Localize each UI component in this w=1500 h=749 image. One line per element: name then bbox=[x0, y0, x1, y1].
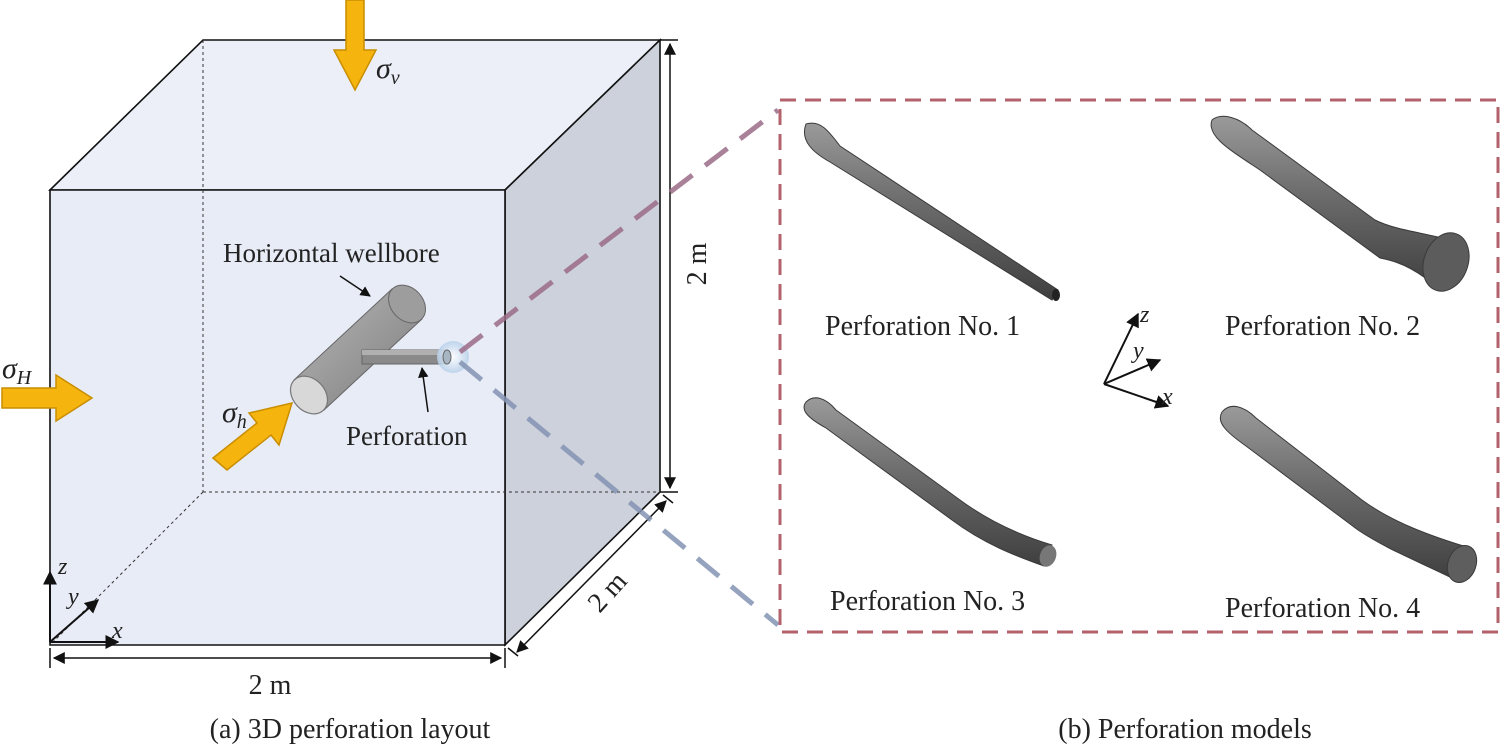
sigma-h-label: σh bbox=[222, 396, 247, 433]
wellbore-label: Horizontal wellbore bbox=[223, 238, 440, 268]
axis-b-y: y bbox=[1131, 338, 1144, 364]
model-1-label: Perforation No. 1 bbox=[825, 311, 1020, 342]
axis-a-z: z bbox=[57, 554, 68, 580]
width-dim-label: 2 m bbox=[249, 670, 292, 701]
axis-b-z: z bbox=[1139, 302, 1150, 328]
sigma-H-arrow bbox=[1, 373, 94, 423]
axis-b-x: x bbox=[1161, 384, 1173, 410]
model-3-label: Perforation No. 3 bbox=[830, 586, 1025, 617]
model-4-label: Perforation No. 4 bbox=[1225, 593, 1420, 624]
perforation-label: Perforation bbox=[346, 421, 468, 451]
axes-a bbox=[43, 570, 120, 649]
sigma-v-arrow bbox=[332, 0, 378, 92]
panel-a: 2 m 2 m 2 m σv σH σh bbox=[1, 0, 713, 745]
axis-a-y: y bbox=[66, 584, 79, 610]
height-dimension bbox=[660, 39, 678, 493]
model-2-label: Perforation No. 2 bbox=[1225, 311, 1420, 342]
sigma-H-label: σH bbox=[2, 352, 33, 389]
wellbore-leader bbox=[339, 275, 371, 297]
perforation-leader bbox=[418, 366, 429, 413]
zoom-connectors bbox=[458, 108, 780, 627]
panel-b: Perforation No. 1 Perforation No. 2 Perf… bbox=[778, 98, 1500, 745]
depth-dimension bbox=[507, 494, 674, 657]
width-dimension bbox=[49, 648, 506, 668]
height-dim-label: 2 m bbox=[682, 242, 713, 285]
axis-a-x: x bbox=[111, 618, 123, 644]
perforation-model-2 bbox=[1210, 115, 1470, 292]
perforation-model-4 bbox=[1219, 405, 1478, 583]
caption-a: (a) 3D perforation layout bbox=[210, 714, 491, 745]
sigma-v-label: σv bbox=[376, 52, 400, 89]
perforation-model-3 bbox=[803, 397, 1057, 567]
axes-b bbox=[1103, 312, 1170, 409]
caption-b: (b) Perforation models bbox=[1058, 714, 1312, 745]
sigma-h-arrow bbox=[211, 401, 294, 471]
depth-dim-label: 2 m bbox=[582, 566, 634, 619]
perforation-model-1 bbox=[804, 122, 1060, 301]
horizontal-wellbore bbox=[289, 284, 426, 415]
